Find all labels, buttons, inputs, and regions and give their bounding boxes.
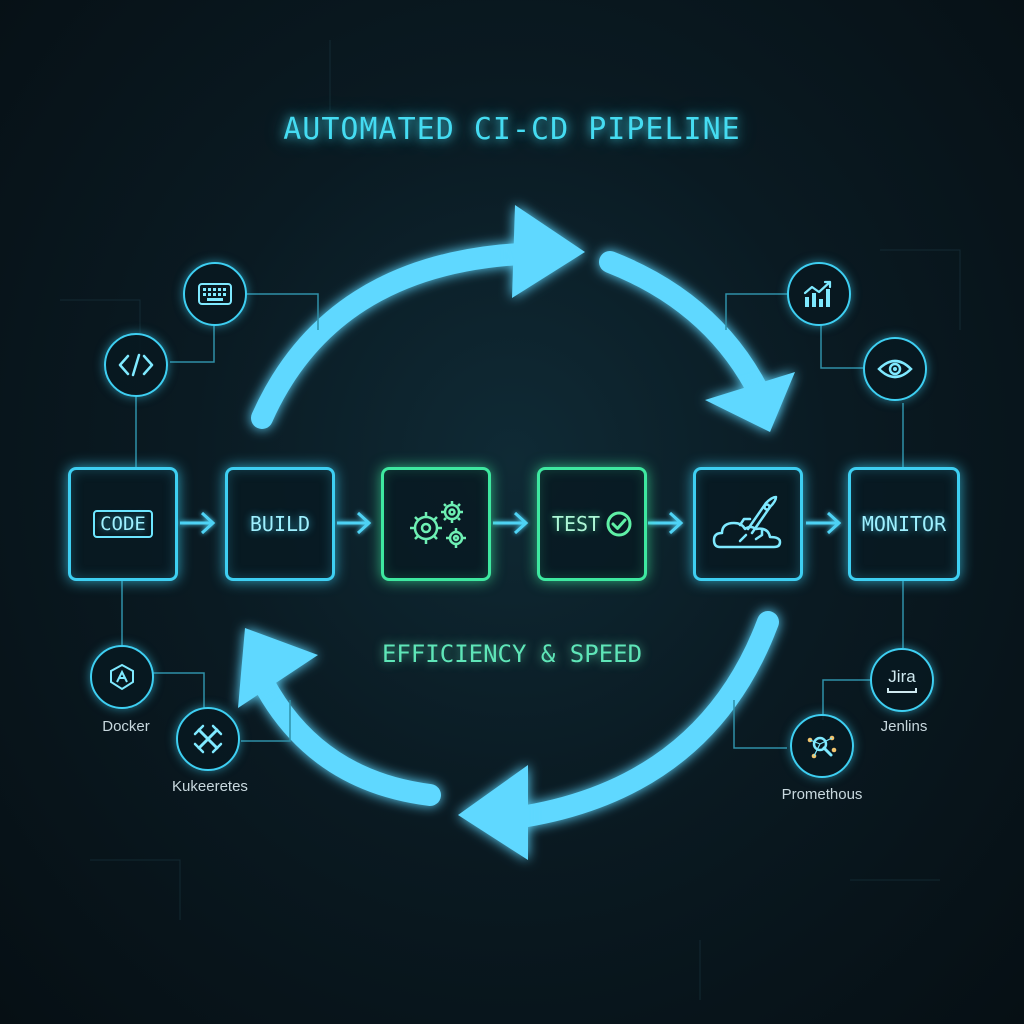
stage-build-label: BUILD bbox=[249, 512, 311, 536]
stage-code[interactable]: CODE bbox=[68, 467, 178, 581]
diagram-title: AUTOMATED CI-CD PIPELINE bbox=[283, 112, 741, 147]
connector-5 bbox=[806, 511, 842, 535]
jira-label: Jenlins bbox=[880, 718, 928, 735]
chart-icon bbox=[787, 262, 851, 326]
connector-1 bbox=[180, 511, 216, 535]
arrowhead-top bbox=[512, 205, 585, 298]
prometheus-label: Promethous bbox=[781, 786, 863, 803]
arc-bottom-right bbox=[504, 611, 779, 829]
arc-bottom-left bbox=[247, 661, 441, 806]
kubernetes-icon bbox=[176, 707, 240, 771]
arrowhead-bottom bbox=[458, 765, 528, 860]
jira-icon-text: Jira bbox=[888, 667, 916, 686]
docker-label: Docker bbox=[102, 718, 150, 735]
docker-icon bbox=[90, 645, 154, 709]
stage-integrate[interactable] bbox=[381, 467, 491, 581]
arrowhead-right bbox=[705, 372, 795, 432]
connector-2 bbox=[337, 511, 372, 535]
connector-4 bbox=[648, 511, 684, 535]
stage-code-label: CODE bbox=[93, 510, 153, 538]
kubernetes-label: Kukeeretes bbox=[172, 778, 248, 795]
connector-3 bbox=[493, 511, 529, 535]
stage-test-label: TEST bbox=[551, 512, 601, 536]
stage-deploy[interactable] bbox=[693, 467, 803, 581]
cycle-arcs bbox=[247, 243, 779, 829]
cycle-arrowheads bbox=[238, 205, 795, 860]
keyboard-icon bbox=[183, 262, 247, 326]
code-tags-icon bbox=[104, 333, 168, 397]
jira-icon: Jira bbox=[870, 648, 934, 712]
stage-monitor-label: MONITOR bbox=[861, 512, 947, 536]
stage-build[interactable]: BUILD bbox=[225, 467, 335, 581]
stage-connectors bbox=[180, 511, 842, 535]
arc-top-right bbox=[599, 251, 776, 416]
stage-test[interactable]: TEST bbox=[537, 467, 647, 581]
arc-top-left bbox=[251, 243, 531, 429]
background-circuit-lines bbox=[60, 40, 961, 1000]
eye-icon bbox=[863, 337, 927, 401]
arrowhead-left bbox=[238, 628, 318, 708]
diagram-subtitle: EFFICIENCY & SPEED bbox=[381, 640, 643, 668]
check-icon bbox=[606, 511, 632, 537]
stage-monitor[interactable]: MONITOR bbox=[848, 467, 960, 581]
rocket-cloud-icon bbox=[712, 495, 782, 549]
tool-connector-lines bbox=[121, 293, 904, 749]
prometheus-icon bbox=[790, 714, 854, 778]
gears-icon bbox=[410, 501, 466, 548]
